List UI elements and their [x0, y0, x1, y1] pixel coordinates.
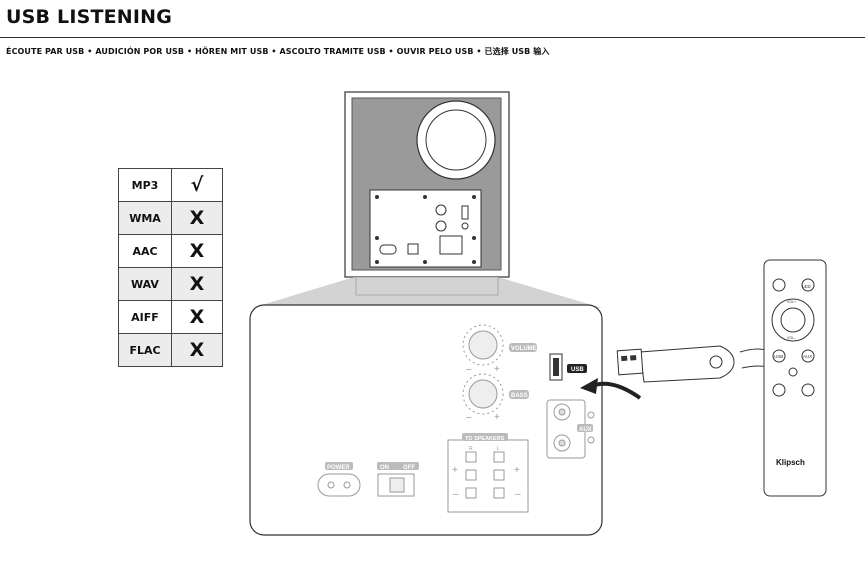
format-name: MP3: [118, 168, 172, 202]
format-support-mark: X: [171, 333, 223, 367]
bass-label: BASS: [511, 393, 528, 399]
usb-port-slot: [553, 358, 559, 376]
subwoofer-rear: [344, 91, 510, 278]
multilingual-subtitle: ÉCOUTE PAR USB • AUDICIÓN POR USB • HÖRE…: [6, 47, 550, 56]
to-speakers-badge: [462, 433, 508, 441]
aux-label-badge: [577, 424, 593, 432]
rear-panel-magnified: [249, 304, 603, 536]
title-divider: [0, 37, 865, 38]
aux-jacks: [546, 399, 595, 459]
on-off-label-badge: [377, 462, 419, 470]
speaker-r-label: R: [469, 446, 473, 452]
volume-label: VOLUME: [511, 346, 537, 352]
format-name: WMA: [118, 201, 172, 235]
format-name: FLAC: [118, 333, 172, 367]
format-name: AAC: [118, 234, 172, 268]
remote-vol-up-label: VOL+: [787, 300, 796, 304]
remote-aux-label: AUX: [803, 354, 812, 359]
format-support-mark: X: [171, 300, 223, 334]
volume-knob: [462, 324, 504, 366]
remote-led-label: LED: [802, 284, 812, 289]
speaker-minus-r: –: [453, 489, 459, 500]
on-label: ON: [380, 465, 389, 471]
volume-plus: +: [494, 364, 500, 375]
format-support-mark: √: [171, 168, 223, 202]
power-label: POWER: [327, 465, 350, 471]
bass-plus: +: [494, 412, 500, 423]
bass-knob: [462, 373, 504, 415]
bass-minus: –: [466, 412, 472, 423]
remote-vol-down-label: VOL–: [787, 336, 796, 340]
off-label: OFF: [403, 465, 415, 471]
remote-usb-label: USB: [774, 354, 783, 359]
usb-label: USB: [571, 367, 584, 373]
format-row: MP3√: [118, 168, 223, 202]
volume-label-badge: [509, 343, 537, 352]
insert-arrow-head: [580, 378, 598, 394]
magnify-cone: [252, 277, 602, 308]
speaker-plus-r: +: [452, 465, 458, 476]
speaker-plus-l: +: [514, 465, 520, 476]
speaker-l-label: L: [497, 446, 500, 452]
speaker-minus-l: –: [515, 489, 521, 500]
format-support-mark: X: [171, 201, 223, 235]
power-label-badge: [325, 462, 353, 470]
to-speakers-label: TO SPEAKERS: [465, 436, 505, 442]
format-name: WAV: [118, 267, 172, 301]
page-title: USB LISTENING: [6, 6, 173, 28]
power-inlet: [317, 473, 361, 497]
remote-brand-logo: Klipsch: [776, 458, 805, 467]
volume-minus: –: [466, 364, 472, 375]
aux-label: AUX: [579, 427, 592, 433]
usb-flash-drive: [616, 345, 735, 383]
remote-control: [763, 259, 827, 497]
bass-label-badge: [509, 390, 529, 399]
format-support-mark: X: [171, 267, 223, 301]
usb-label-badge: [567, 364, 587, 373]
